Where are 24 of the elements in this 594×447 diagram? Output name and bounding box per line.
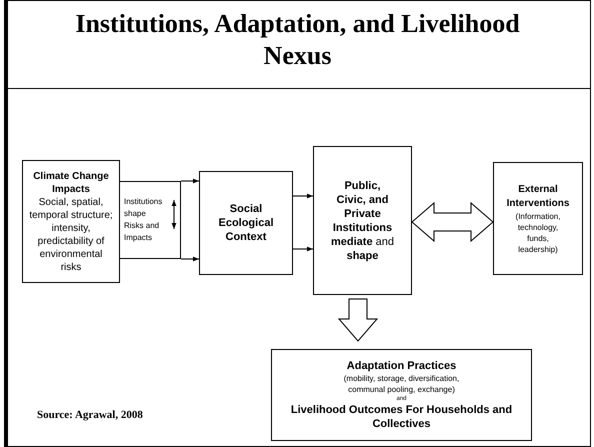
- slide-title: Institutions, Adaptation, and Livelihood Nexus: [74, 8, 521, 72]
- block-arrow: [338, 298, 378, 342]
- arrow: [292, 194, 314, 198]
- node-text: Public, Civic, and Private Institutions mediate and shape: [330, 178, 395, 262]
- block-arrow: [411, 202, 494, 242]
- arrow: [180, 178, 200, 184]
- process-box: [120, 181, 181, 259]
- process-box: [22, 160, 120, 283]
- node-text: Adaptation Practices: [346, 359, 456, 373]
- node-text: Livelihood Outcomes For Households and Collectives: [290, 403, 514, 431]
- process-box: [199, 171, 293, 275]
- node-text: Institutions shape Risks and Impacts: [124, 196, 164, 244]
- node-text: External Interventions: [506, 182, 570, 210]
- arrow: [180, 256, 200, 262]
- process-box: [493, 162, 583, 275]
- node-text: (Information, technology, funds, leadership): [514, 210, 562, 254]
- node-text: Climate Change Impacts: [32, 170, 110, 196]
- process-box: [313, 146, 412, 295]
- source-note: Source: Agrawal, 2008: [37, 408, 143, 423]
- node-text: Social, spatial, temporal structure; intensity, predictability of environmental risks: [28, 196, 114, 274]
- arrow: [292, 246, 314, 252]
- process-box: [271, 349, 532, 441]
- node-text: Social Ecological Context: [217, 202, 275, 244]
- node-text: (mobility, storage, diversification, communal pooling, exchange): [342, 373, 460, 395]
